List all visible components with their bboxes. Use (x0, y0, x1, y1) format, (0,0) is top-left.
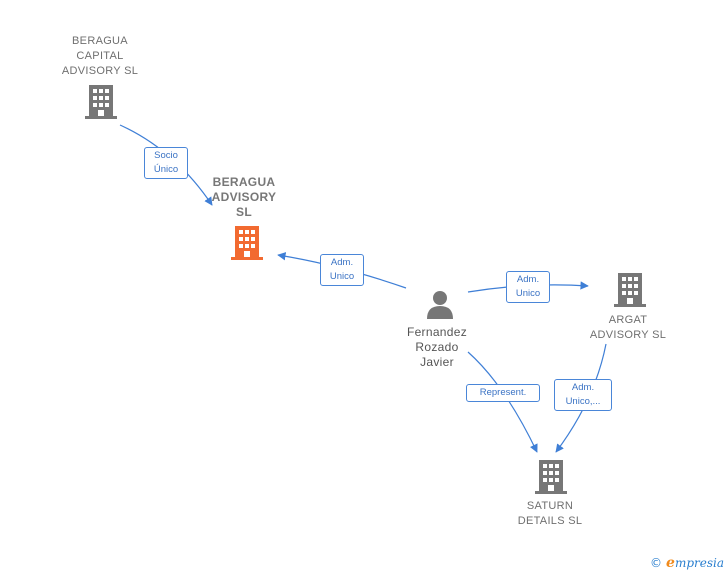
node-label-fernandez: Fernandez Rozado Javier (406, 325, 468, 369)
edge-label-adm-unico-beragua[interactable]: Adm. Unico (320, 254, 364, 286)
edge-label-adm-unico-argat[interactable]: Adm. Unico (506, 271, 550, 303)
brand-watermark: ©empresia (650, 555, 724, 571)
node-label-saturn: SATURN DETAILS SL (517, 500, 583, 527)
building-icon[interactable] (535, 460, 567, 494)
brand-initial: e (666, 555, 675, 571)
brand-name: mpresia (674, 556, 724, 570)
node-label-beragua-capital: BERAGUA CAPITAL ADVISORY SL (61, 35, 139, 77)
building-icon-main[interactable] (231, 226, 263, 260)
person-icon[interactable] (425, 289, 455, 319)
edge-label-socio-unico[interactable]: Socio Único (144, 147, 188, 179)
edge-label-adm-unico-saturn[interactable]: Adm. Unico,... (554, 379, 612, 411)
edge-label-represent[interactable]: Represent. (466, 384, 540, 402)
copyright-icon: © (650, 556, 663, 570)
building-icon[interactable] (614, 273, 646, 307)
node-label-argat: ARGAT ADVISORY SL (589, 314, 667, 341)
node-label-beragua-advisory: BERAGUA ADVISORY SL (211, 175, 277, 219)
building-icon[interactable] (85, 85, 117, 119)
